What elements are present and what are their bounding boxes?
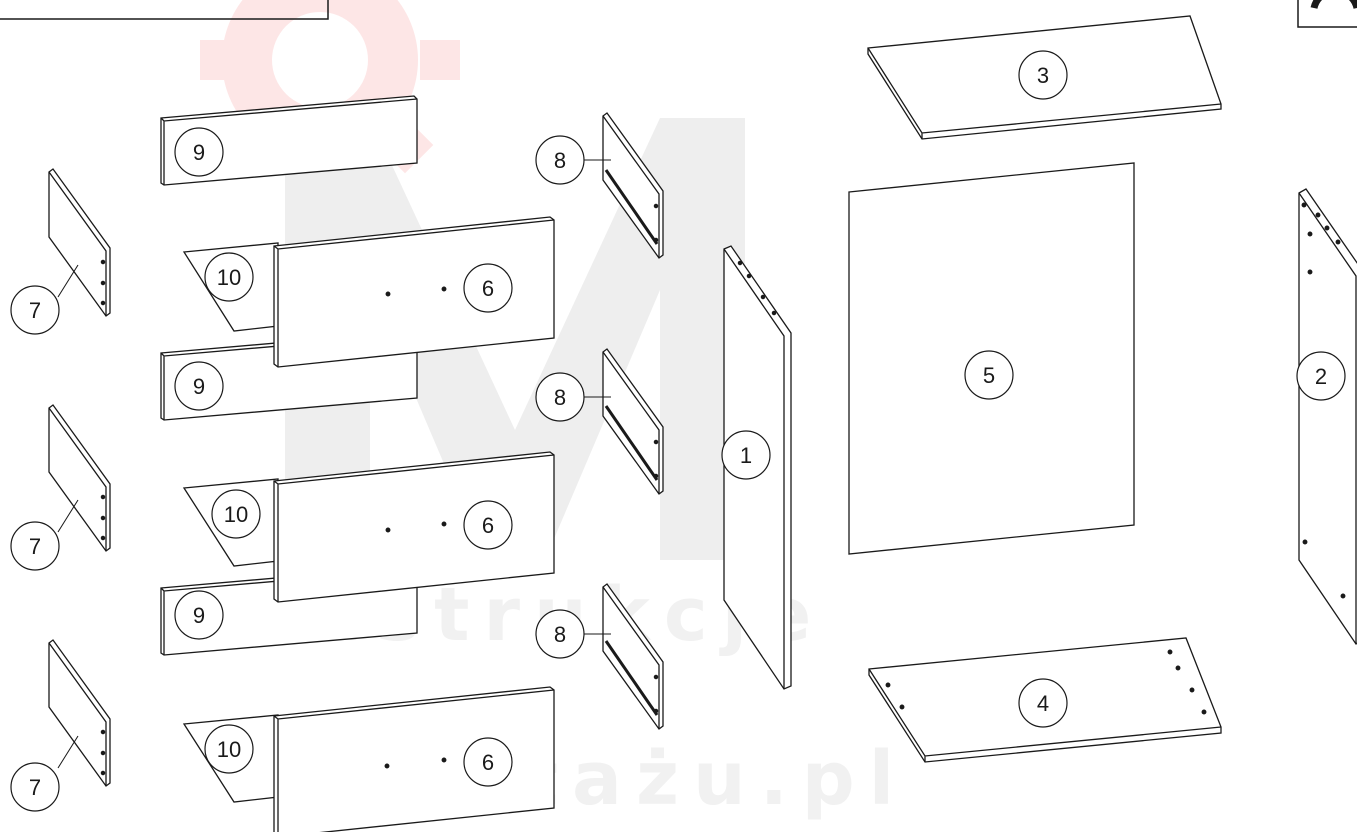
svg-text:6: 6 — [482, 750, 494, 775]
svg-text:7: 7 — [29, 775, 41, 800]
svg-text:10: 10 — [217, 737, 241, 762]
callout-part-6: 6 — [463, 263, 513, 313]
svg-text:4: 4 — [1037, 691, 1049, 716]
part-8-panel — [602, 348, 664, 495]
drawer-side-panels — [48, 168, 111, 787]
svg-text:9: 9 — [193, 603, 205, 628]
callout-part-7: 7 — [10, 285, 60, 335]
part-callouts: 1 2 3 4 5 6 6 6 7 7 7 8 8 8 9 9 9 10 10 … — [10, 50, 1346, 812]
callout-part-8: 8 — [535, 372, 585, 422]
callout-part-8: 8 — [535, 609, 585, 659]
svg-text:9: 9 — [193, 140, 205, 165]
svg-text:6: 6 — [482, 513, 494, 538]
watermark-letter-m — [285, 118, 745, 560]
top-right-step-badge — [1310, 0, 1357, 9]
svg-text:8: 8 — [554, 385, 566, 410]
top-left-frame — [0, 0, 329, 20]
part-8-panel — [602, 583, 664, 730]
callout-part-7: 7 — [10, 762, 60, 812]
svg-text:10: 10 — [224, 502, 248, 527]
callout-part-2: 2 — [1296, 351, 1346, 401]
svg-text:6: 6 — [482, 276, 494, 301]
part-2-cabinet-side — [1298, 188, 1357, 645]
svg-text:7: 7 — [29, 534, 41, 559]
callout-part-9: 9 — [174, 590, 224, 640]
callout-part-4: 4 — [1018, 678, 1068, 728]
callout-part-9: 9 — [174, 127, 224, 177]
part-6-panel — [273, 216, 555, 368]
callout-part-7: 7 — [10, 521, 60, 571]
part-8-panel — [602, 112, 664, 259]
corner-frames — [0, 0, 1357, 28]
leader-lines — [57, 159, 611, 769]
callout-part-6: 6 — [463, 737, 513, 787]
svg-text:10: 10 — [217, 265, 241, 290]
drawer-inner-sides — [602, 112, 664, 730]
part-9-panel — [160, 95, 418, 186]
callout-part-9: 9 — [174, 361, 224, 411]
callout-part-6: 6 — [463, 500, 513, 550]
svg-text:8: 8 — [554, 148, 566, 173]
callout-part-5: 5 — [964, 350, 1014, 400]
svg-text:2: 2 — [1315, 364, 1327, 389]
part-7-panel — [48, 168, 111, 317]
part-7-panel — [48, 639, 111, 787]
svg-text:5: 5 — [983, 363, 995, 388]
top-right-frame — [1297, 0, 1357, 28]
callout-part-8: 8 — [535, 135, 585, 185]
callout-part-10: 10 — [211, 489, 261, 539]
callout-part-3: 3 — [1018, 50, 1068, 100]
svg-text:8: 8 — [554, 622, 566, 647]
svg-text:9: 9 — [193, 374, 205, 399]
part-6-panel — [273, 451, 555, 603]
drawer-front-panels — [273, 216, 555, 832]
svg-text:7: 7 — [29, 298, 41, 323]
callout-part-10: 10 — [204, 252, 254, 302]
callout-part-10: 10 — [204, 724, 254, 774]
callout-part-1: 1 — [721, 430, 771, 480]
part-7-panel — [48, 404, 111, 552]
part-6-panel — [273, 686, 555, 832]
svg-text:3: 3 — [1037, 63, 1049, 88]
svg-text:1: 1 — [740, 443, 752, 468]
